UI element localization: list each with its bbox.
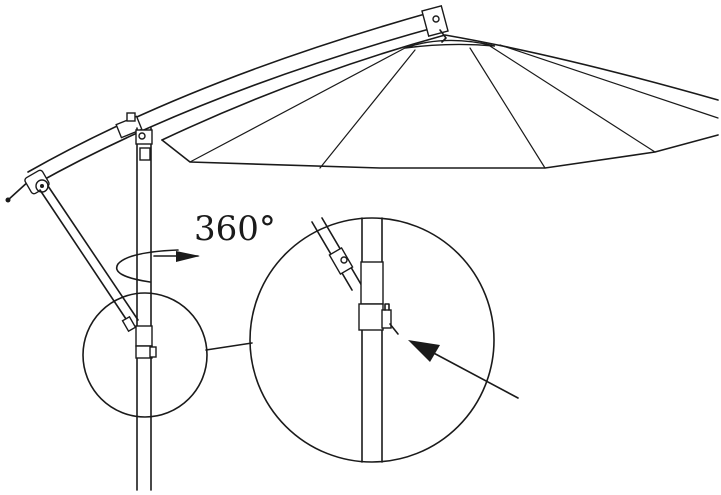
detail-view [311, 217, 399, 463]
rotation-label: 360° [194, 209, 276, 249]
umbrella-canopy [161, 34, 719, 169]
pointer-arrow-icon [408, 340, 519, 399]
support-strut [39, 185, 139, 333]
rotation-arrow-icon [115, 249, 200, 283]
detail-callout [82, 217, 495, 463]
umbrella-pole [135, 127, 157, 491]
arm-hinge [5, 169, 50, 203]
umbrella-top-arm [27, 4, 449, 185]
